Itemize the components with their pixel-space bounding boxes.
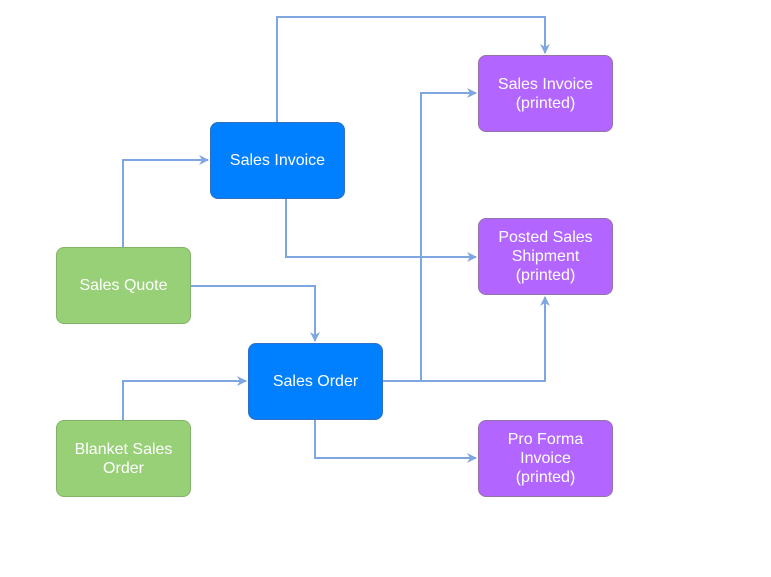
sales-order-label: Sales Order bbox=[272, 373, 359, 390]
connector-invoice-to-shipment-printed bbox=[285, 199, 477, 262]
pro-forma-invoice-printed-node[interactable]: Pro Forma Invoice (printed) bbox=[478, 420, 613, 497]
posted-sales-shipment-printed-label: Posted Sales Shipment (printed) bbox=[498, 229, 593, 284]
sales-quote-node[interactable]: Sales Quote bbox=[56, 247, 191, 324]
sales-invoice-label: Sales Invoice bbox=[229, 152, 326, 169]
posted-sales-shipment-printed-node[interactable]: Posted Sales Shipment (printed) bbox=[478, 218, 613, 295]
blanket-sales-order-node[interactable]: Blanket Sales Order bbox=[56, 420, 191, 497]
connector-order-to-proforma-printed bbox=[314, 420, 477, 463]
connector-quote-to-order bbox=[191, 285, 320, 342]
connector-quote-to-invoice bbox=[122, 155, 209, 247]
connector-blanket-to-order bbox=[122, 376, 247, 420]
sales-invoice-printed-node[interactable]: Sales Invoice (printed) bbox=[478, 55, 613, 132]
sales-quote-label: Sales Quote bbox=[79, 277, 168, 294]
blanket-sales-order-label: Blanket Sales Order bbox=[74, 440, 173, 477]
connector-invoice-to-invoice-printed bbox=[276, 16, 550, 122]
sales-invoice-node[interactable]: Sales Invoice bbox=[210, 122, 345, 199]
connector-order-to-invoice-printed bbox=[383, 88, 477, 382]
pro-forma-invoice-printed-label: Pro Forma Invoice (printed) bbox=[507, 431, 584, 486]
connector-order-to-shipment-printed bbox=[421, 296, 550, 382]
sales-invoice-printed-label: Sales Invoice (printed) bbox=[497, 75, 594, 112]
sales-order-node[interactable]: Sales Order bbox=[248, 343, 383, 420]
